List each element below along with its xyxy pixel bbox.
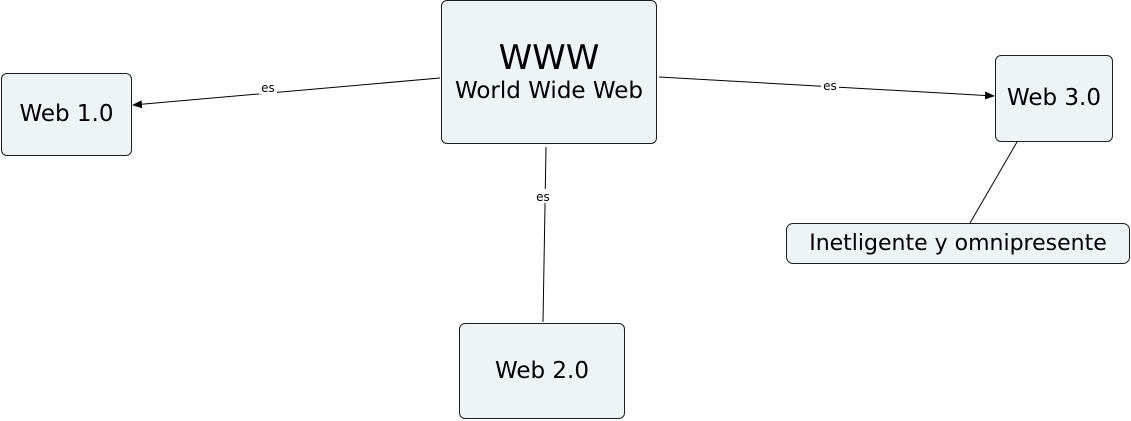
edge-label-www-web2: es: [536, 190, 550, 204]
edge-web3-intel: [969, 141, 1018, 224]
concept-node-intelligent[interactable]: Inetligente y omnipresente: [786, 223, 1130, 264]
edge-label-www-web3: es: [823, 79, 837, 93]
edge-label-bg: [821, 79, 839, 92]
edge-www-web1: [132, 77, 441, 109]
node-www-subtitle: World Wide Web: [454, 78, 644, 104]
node-intel-label: Inetligente y omnipresente: [809, 230, 1107, 256]
node-www-title: WWW: [498, 38, 600, 78]
node-web1-label: Web 1.0: [19, 101, 114, 128]
edge-www-web2: [542, 146, 547, 323]
edge-label-bg: [259, 81, 277, 94]
concept-node-www[interactable]: WWW World Wide Web: [441, 0, 657, 144]
concept-node-web3[interactable]: Web 3.0: [995, 55, 1113, 142]
node-web2-label: Web 2.0: [494, 357, 590, 384]
concept-node-web1[interactable]: Web 1.0: [1, 73, 132, 156]
concept-node-web2[interactable]: Web 2.0: [459, 323, 625, 419]
node-web3-label: Web 3.0: [1006, 85, 1102, 112]
edge-label-www-web1: es: [261, 81, 275, 95]
edge-label-bg: [534, 189, 552, 203]
